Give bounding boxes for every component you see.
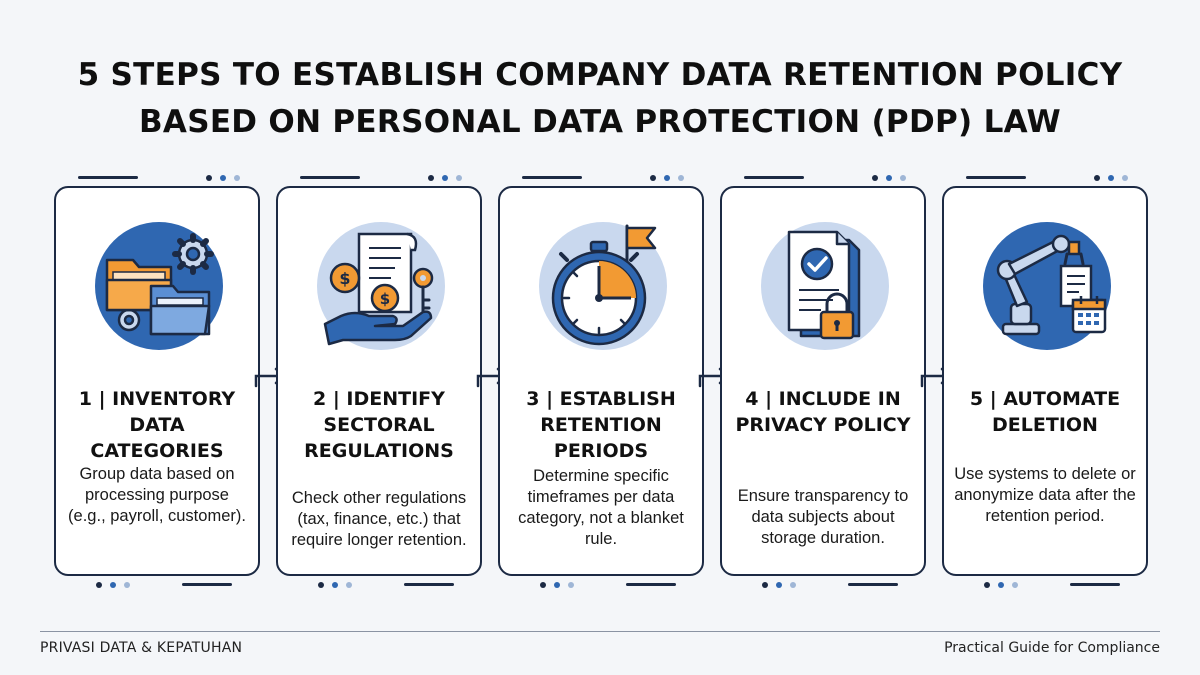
decorative-line (848, 583, 898, 586)
decorative-line (300, 176, 360, 179)
footer-left-text: PRIVASI DATA & KEPATUHAN (40, 640, 243, 656)
decorative-dots (872, 175, 906, 181)
decorative-dots (96, 582, 130, 588)
decorative-line (1070, 583, 1120, 586)
step-card-2: $ $ 2 | IDENTIFY SECTORAL REGULATIONS Ch… (276, 175, 482, 588)
step-description: Check other regulations (tax, finance, e… (291, 489, 467, 549)
decorative-line (744, 176, 804, 179)
decorative-dots (650, 175, 684, 181)
decorative-line (404, 583, 454, 586)
decorative-line (78, 176, 138, 179)
decorative-dots (206, 175, 240, 181)
svg-text:$: $ (339, 269, 350, 288)
decorative-line (522, 176, 582, 179)
step-title: 1 | INVENTORY DATA CATEGORIES (78, 388, 236, 462)
step-description: Use systems to delete or anonymize data … (954, 465, 1136, 525)
step-description: Ensure transparency to data subjects abo… (737, 487, 909, 547)
decorative-line (182, 583, 232, 586)
decorative-dots (984, 582, 1018, 588)
robot-arm-calendar-icon (981, 220, 1113, 352)
step-title: 4 | INCLUDE IN PRIVACY POLICY (735, 388, 911, 436)
decorative-dots (540, 582, 574, 588)
step-title: 5 | AUTOMATE DELETION (969, 388, 1121, 436)
step-title: 2 | IDENTIFY SECTORAL REGULATIONS (304, 388, 454, 462)
title-line-2: BASED ON PERSONAL DATA PROTECTION (PDP) … (138, 104, 1062, 140)
hand-document-coins-key-icon: $ $ (315, 220, 447, 352)
document-check-lock-icon (759, 220, 891, 352)
footer-right-text: Practical Guide for Compliance (944, 640, 1160, 656)
step-description: Group data based on processing purpose (… (68, 465, 246, 525)
decorative-dots (762, 582, 796, 588)
decorative-dots (428, 175, 462, 181)
svg-text:$: $ (380, 290, 390, 308)
step-description: Determine specific timeframes per data c… (518, 467, 684, 548)
decorative-line (626, 583, 676, 586)
stopwatch-flag-icon (537, 220, 669, 352)
decorative-line (966, 176, 1026, 179)
title-line-1: 5 STEPS TO ESTABLISH COMPANY DATA RETENT… (77, 57, 1123, 93)
step-card-5: 5 | AUTOMATE DELETION Use systems to del… (942, 175, 1148, 588)
step-title: 3 | ESTABLISH RETENTION PERIODS (526, 388, 676, 462)
step-card-1: 1 | INVENTORY DATA CATEGORIES Group data… (54, 175, 260, 588)
page-title: 5 STEPS TO ESTABLISH COMPANY DATA RETENT… (0, 52, 1200, 146)
decorative-dots (1094, 175, 1128, 181)
folders-gears-icon (93, 220, 225, 352)
step-card-4: 4 | INCLUDE IN PRIVACY POLICY Ensure tra… (720, 175, 926, 588)
step-card-3: 3 | ESTABLISH RETENTION PERIODS Determin… (498, 175, 704, 588)
footer-divider (40, 631, 1160, 632)
decorative-dots (318, 582, 352, 588)
